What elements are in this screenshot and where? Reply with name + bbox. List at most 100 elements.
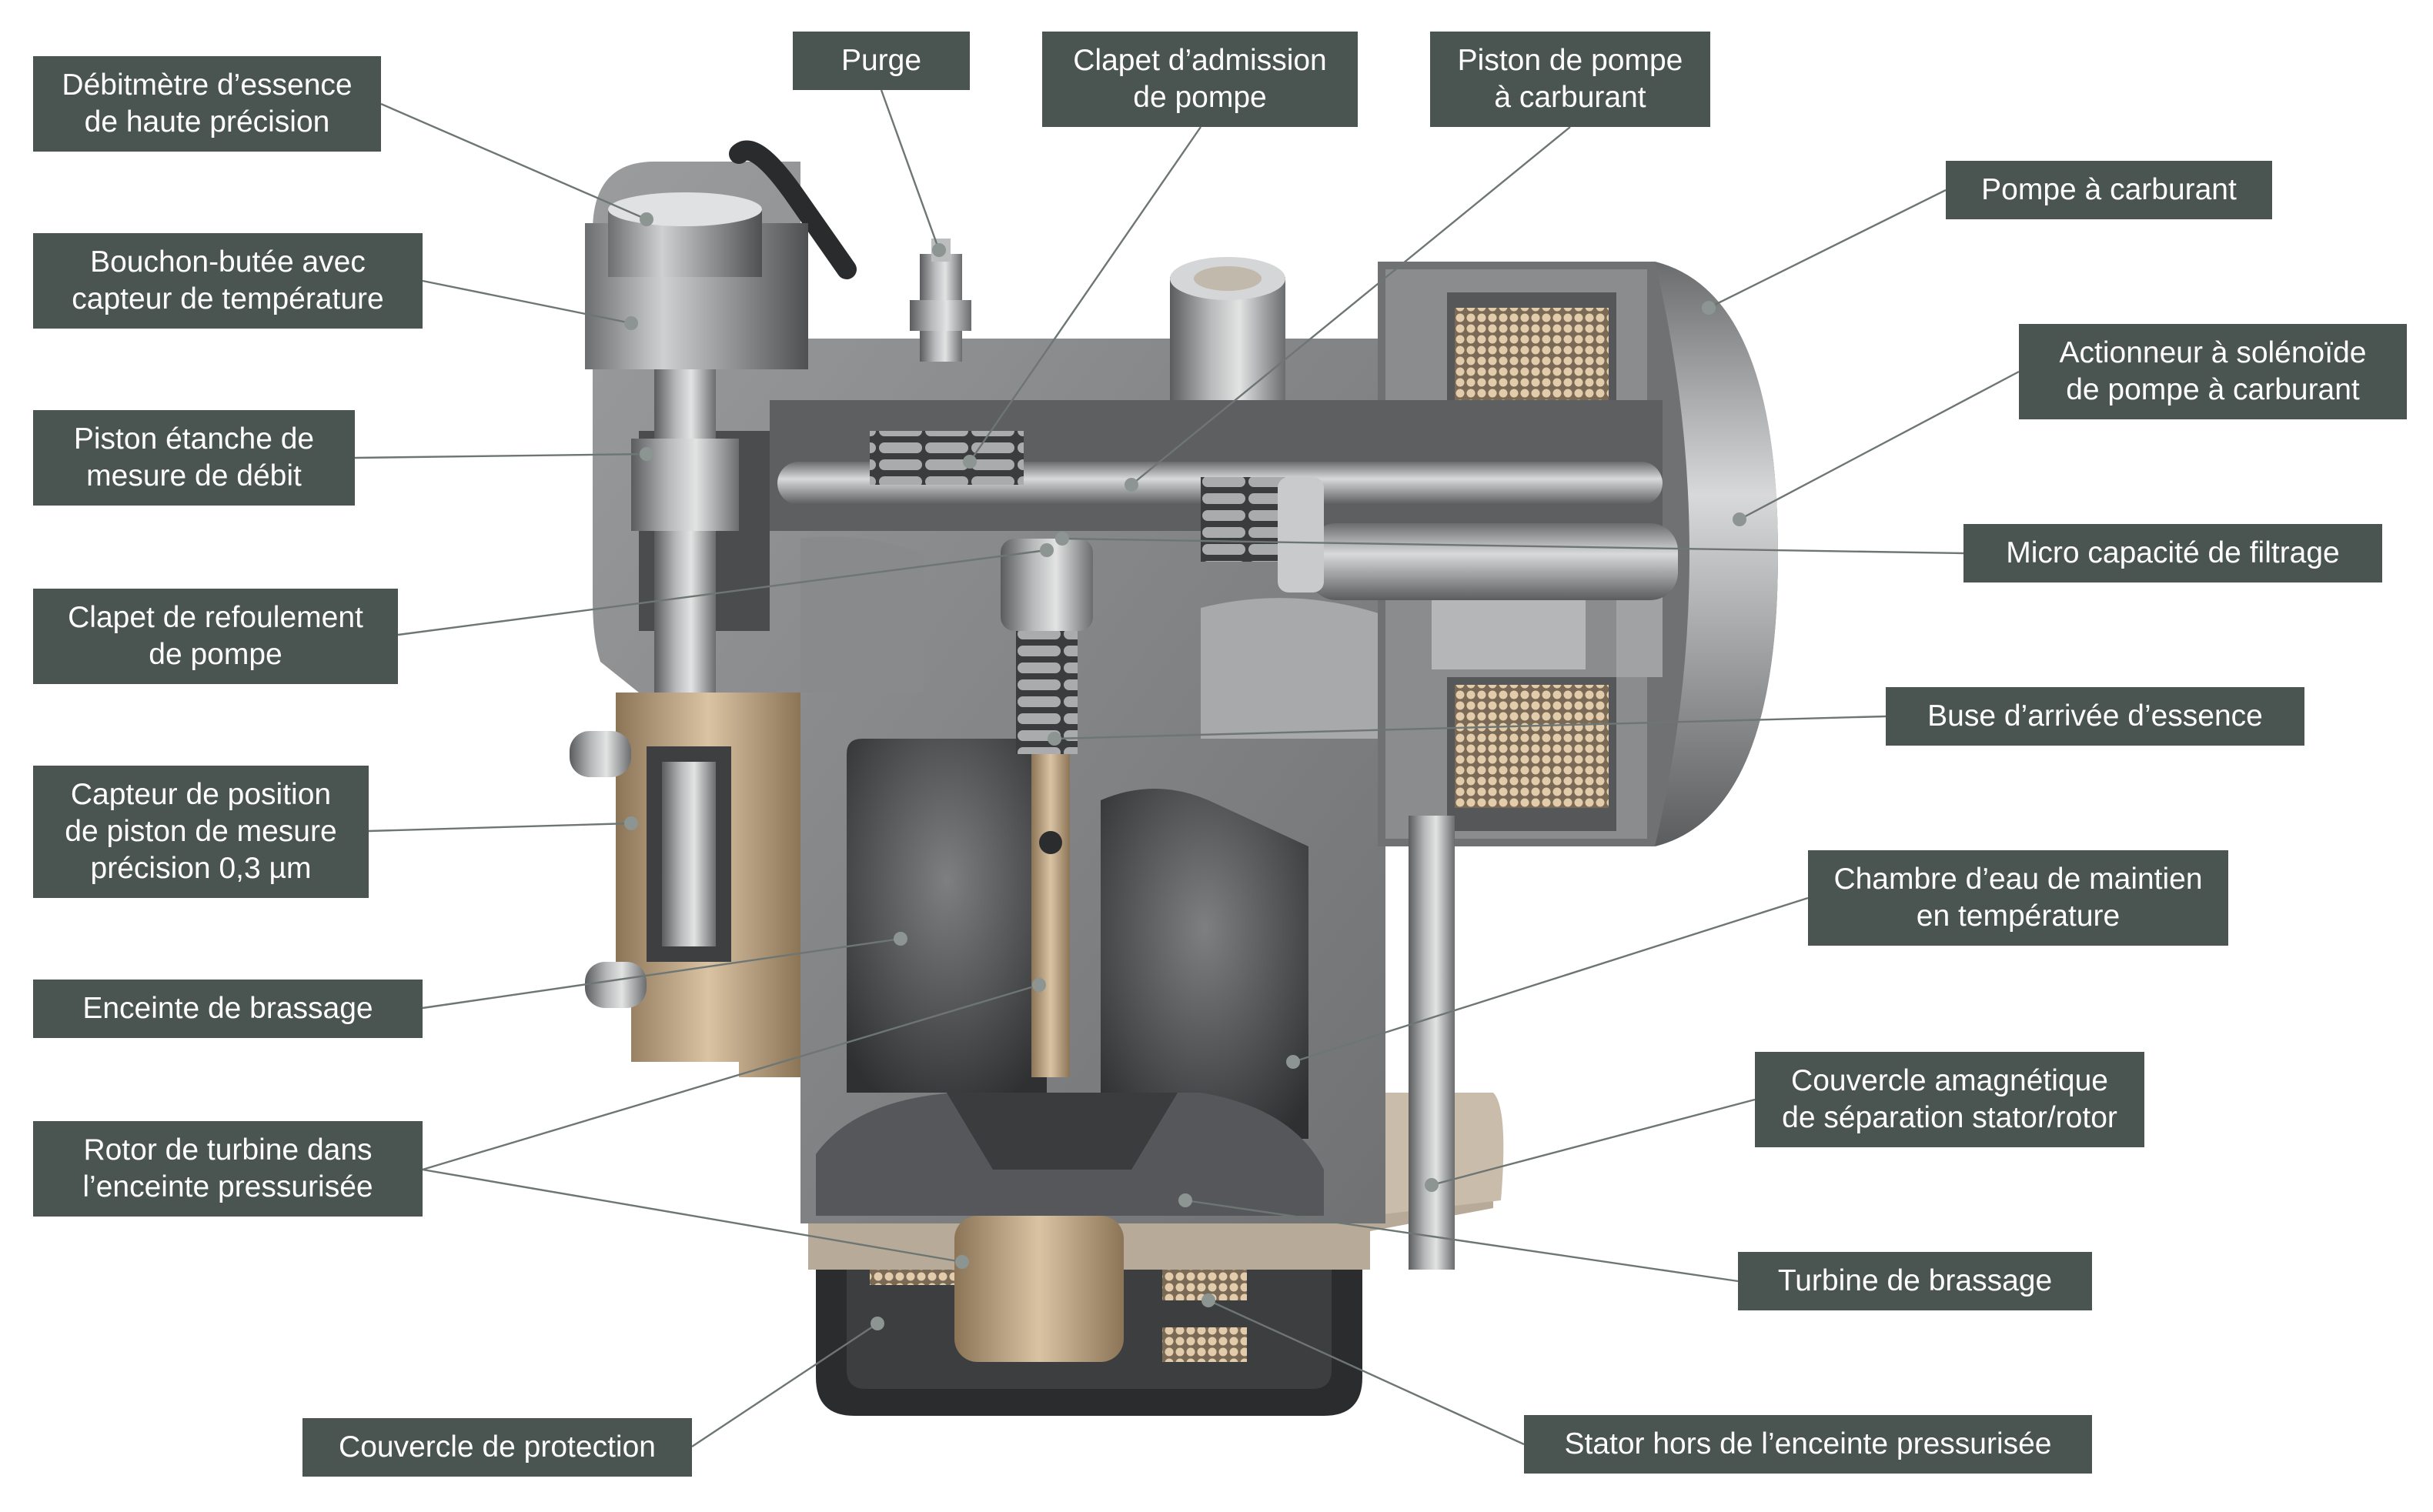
label-water-chamber: Chambre d’eau de maintien en température — [1808, 850, 2228, 946]
label-text: Enceinte de brassage — [82, 990, 373, 1027]
leader-lines — [354, 89, 2020, 1447]
leader-inlet-nozzle — [1054, 715, 1887, 740]
label-purge: Purge — [793, 32, 970, 90]
label-stator: Stator hors de l’enceinte pressurisée — [1524, 1415, 2092, 1474]
leader-dot-inlet-nozzle — [1048, 732, 1061, 746]
leader-position-sensor — [368, 822, 632, 833]
label-line: de pompe à carburant — [2066, 373, 2360, 406]
label-line: de haute précision — [84, 105, 330, 139]
leader-temperature-cap — [422, 279, 632, 325]
leader-dot-micro-filter — [1055, 532, 1069, 546]
top-boss — [1170, 257, 1285, 408]
label-line: en température — [1916, 900, 2121, 933]
leader-turbine-rotor-a — [422, 983, 1040, 1171]
leader-dot-purge — [932, 243, 946, 257]
label-line: précision 0,3 µm — [90, 852, 312, 885]
label-line: Piston de pompe — [1457, 44, 1683, 77]
leader-mixing-enclosure — [422, 937, 901, 1010]
label-line: de pompe — [1133, 81, 1267, 114]
leader-dot-position-sensor — [624, 816, 638, 830]
label-line: Buse d’arrivée d’essence — [1927, 699, 2263, 733]
leader-amagnetic-cover — [1431, 1098, 1756, 1187]
leader-flowmeter — [380, 102, 647, 221]
label-line: Rotor de turbine dans — [83, 1133, 373, 1167]
label-pump-piston: Piston de pompe à carburant — [1430, 32, 1710, 127]
label-intake-valve: Clapet d’admission de pompe — [1042, 32, 1358, 127]
leader-mixing-turbine — [1185, 1199, 1739, 1283]
label-line: Chambre d’eau de maintien — [1833, 863, 2203, 896]
label-line: Piston étanche de — [73, 422, 315, 456]
pump-piston — [770, 400, 1678, 600]
leader-delivery-valve — [397, 549, 1048, 636]
label-inlet-nozzle: Buse d’arrivée d’essence — [1886, 687, 2304, 746]
label-text: Couvercle de protection — [339, 1429, 656, 1466]
label-line: Pompe à carburant — [1981, 173, 2237, 206]
leader-dot-water-chamber — [1286, 1055, 1300, 1069]
leader-dot-turbine-rotor-a — [1032, 978, 1046, 992]
label-line: Micro capacité de filtrage — [2006, 536, 2340, 569]
support-rod — [1409, 816, 1455, 1270]
label-line: mesure de débit — [86, 459, 302, 492]
leader-turbine-rotor-b — [422, 1168, 963, 1263]
leader-dot-mixing-turbine — [1178, 1193, 1192, 1207]
leader-dot-delivery-valve — [1040, 543, 1054, 557]
label-mixing-enclosure: Enceinte de brassage — [33, 980, 423, 1038]
leader-water-chamber — [1292, 896, 1809, 1063]
leader-dot-pump-piston — [1125, 478, 1138, 492]
label-line: Purge — [841, 44, 922, 77]
label-line: Débitmètre d’essence — [62, 68, 353, 102]
label-line: l’enceinte pressurisée — [82, 1170, 373, 1203]
label-line: Enceinte de brassage — [82, 992, 373, 1025]
label-text: Purge — [841, 42, 921, 79]
label-text: Clapet de refoulement de pompe — [68, 599, 363, 673]
leader-dot-flowmeter — [640, 212, 653, 226]
label-solenoid-actuator: Actionneur à solénoïde de pompe à carbura… — [2019, 324, 2407, 419]
label-line: Clapet de refoulement — [68, 601, 363, 634]
leader-pump-piston — [1131, 126, 1571, 486]
leader-intake-valve — [969, 126, 1201, 462]
label-text: Stator hors de l’enceinte pressurisée — [1564, 1426, 2051, 1463]
label-text: Clapet d’admission de pompe — [1073, 42, 1327, 116]
label-micro-filter: Micro capacité de filtrage — [1963, 524, 2382, 582]
label-line: Turbine de brassage — [1777, 1264, 2053, 1297]
label-line: de piston de mesure — [65, 815, 337, 848]
label-text: Micro capacité de filtrage — [2006, 535, 2340, 572]
label-line: de pompe — [149, 638, 282, 671]
label-text: Turbine de brassage — [1778, 1263, 2052, 1300]
leader-dot-sealed-piston — [640, 447, 653, 461]
leader-purge — [880, 89, 941, 251]
leader-protection-cover — [691, 1323, 878, 1447]
label-line: Stator hors de l’enceinte pressurisée — [1564, 1427, 2052, 1460]
label-text: Buse d’arrivée d’essence — [1927, 698, 2263, 735]
leader-dot-temperature-cap — [624, 316, 638, 330]
label-line: Bouchon-butée avec — [90, 245, 366, 279]
leader-dot-intake-valve — [963, 455, 977, 469]
leader-dot-mixing-enclosure — [894, 932, 907, 946]
label-text: Chambre d’eau de maintien en température — [1833, 861, 2202, 935]
label-line: capteur de température — [72, 282, 384, 315]
label-delivery-valve: Clapet de refoulement de pompe — [33, 589, 398, 684]
label-line: Capteur de position — [70, 778, 332, 811]
leader-stator — [1208, 1299, 1525, 1446]
label-line: Actionneur à solénoïde — [2059, 336, 2367, 369]
label-line: Clapet d’admission — [1073, 44, 1327, 77]
label-position-sensor: Capteur de position de piston de mesure pr… — [33, 766, 369, 898]
label-line: à carburant — [1494, 81, 1646, 114]
inlet-nozzle — [947, 539, 1178, 1362]
label-line: de séparation stator/rotor — [1782, 1101, 2117, 1134]
leader-sealed-piston — [354, 452, 647, 459]
label-text: Piston de pompe à carburant — [1458, 42, 1683, 116]
label-line: Couvercle de protection — [339, 1430, 656, 1464]
leader-dot-protection-cover — [871, 1317, 884, 1330]
